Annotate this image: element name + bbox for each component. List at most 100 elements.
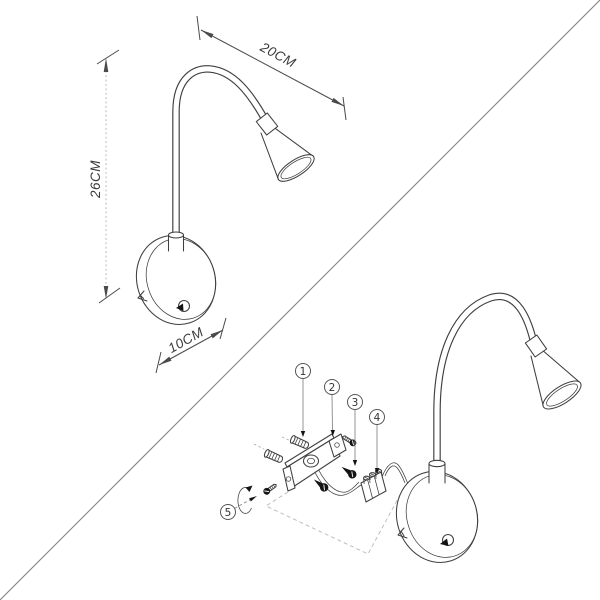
arm-outline bbox=[172, 65, 271, 236]
dim10-label: 10CM bbox=[166, 324, 207, 356]
connection-wire-left bbox=[311, 463, 362, 496]
lamp2-cone-fill bbox=[531, 349, 581, 407]
wall-anchor-1 bbox=[289, 434, 310, 449]
dim10-extension-ticks bbox=[155, 317, 227, 374]
callout2-number: 2 bbox=[329, 382, 336, 394]
lamp2-arm-core bbox=[434, 293, 538, 463]
lamp2-cone-edges bbox=[530, 348, 582, 408]
base-switch-knob bbox=[176, 299, 191, 313]
nipple-sides bbox=[167, 234, 185, 252]
base-stem-nipple bbox=[167, 231, 185, 252]
dimension-10cm: 10CM bbox=[155, 317, 227, 374]
tapping-screw-1 bbox=[341, 466, 357, 479]
callout-4: 4 bbox=[369, 409, 385, 474]
lamp2-nipple-top bbox=[428, 459, 446, 468]
callout5-number: 5 bbox=[225, 507, 232, 519]
lamp2-nipple-sides bbox=[428, 463, 446, 484]
terminal-barrels bbox=[362, 468, 383, 485]
dim10-arrow-left bbox=[159, 356, 172, 365]
lamp2-nipple-mask bbox=[429, 463, 445, 483]
callout-2: 2 bbox=[324, 379, 340, 436]
callout1-arrowhead bbox=[300, 431, 306, 437]
pan-right-threads bbox=[344, 436, 350, 442]
callout5-arrowhead bbox=[249, 496, 257, 502]
dimensioned-lamp-view: 20CM 26CM 10CM bbox=[88, 15, 347, 374]
wall-anchor-2 bbox=[263, 448, 284, 463]
boss-hole bbox=[307, 457, 315, 465]
switch-pointer-icon bbox=[176, 303, 184, 311]
cone-edges bbox=[260, 125, 315, 180]
bracket-center-boss bbox=[302, 454, 320, 468]
anchor1-ribs bbox=[294, 437, 307, 448]
nipple-top bbox=[167, 231, 185, 239]
callout4-circle bbox=[369, 409, 385, 425]
anchor-axis-dashes bbox=[253, 436, 292, 450]
head-socket-joint bbox=[255, 112, 279, 136]
wire-right-b bbox=[384, 465, 406, 484]
screw1-slot bbox=[351, 471, 354, 478]
socket-sleeve bbox=[255, 112, 279, 136]
dim20-arrow-right bbox=[331, 97, 344, 106]
lamp-base-disc bbox=[135, 235, 217, 325]
cone-mouth bbox=[277, 154, 315, 182]
hook-tick bbox=[139, 294, 145, 300]
rotation-arrowhead bbox=[245, 485, 253, 492]
terminal-dividers bbox=[367, 475, 380, 499]
callout1-number: 1 bbox=[300, 366, 307, 378]
connection-wire-right bbox=[381, 462, 409, 485]
lamp2-hook-outline bbox=[397, 527, 408, 539]
callout4-number: 4 bbox=[374, 412, 381, 424]
right-tab-hole bbox=[334, 442, 340, 448]
installed-lamp bbox=[395, 292, 582, 563]
dim20-label: 20CM bbox=[257, 39, 299, 71]
callout3-number: 3 bbox=[352, 397, 359, 409]
dim20-extension-ticks bbox=[196, 15, 347, 121]
bracket-left-tab bbox=[282, 465, 296, 492]
dim26-label: 26CM bbox=[88, 160, 103, 199]
lamp-head-cone bbox=[255, 112, 315, 182]
callout2-circle bbox=[324, 379, 340, 395]
left-tab-hole bbox=[285, 476, 292, 482]
lamp2-mouth-rim bbox=[546, 383, 578, 407]
callout4-arrowhead bbox=[374, 468, 380, 474]
pan-left-slot bbox=[264, 490, 270, 493]
pan-left-threads bbox=[269, 484, 276, 490]
anchor2-collar bbox=[263, 448, 270, 458]
callout-1: 1 bbox=[295, 363, 311, 437]
gooseneck-arm bbox=[172, 65, 271, 236]
callout5-circle bbox=[220, 504, 236, 520]
bracket-right-tab bbox=[328, 433, 347, 458]
lamp2-hook-tick bbox=[400, 530, 405, 537]
pan-right-slot bbox=[351, 440, 354, 446]
callout-3: 3 bbox=[347, 394, 363, 466]
lamp2-arm-outline bbox=[433, 292, 539, 463]
dim20-line bbox=[200, 29, 345, 107]
base-hook-mark bbox=[137, 290, 148, 302]
wall-plane-dashed-outline bbox=[265, 486, 405, 555]
lamp2-switch-pointer-icon bbox=[440, 538, 449, 546]
mounting-bracket bbox=[282, 433, 347, 492]
dim10-arrow-right bbox=[210, 330, 223, 339]
screw2-slot bbox=[323, 484, 325, 491]
lamp2-socket-sleeve bbox=[524, 334, 548, 358]
wire-left-a bbox=[311, 465, 362, 496]
callout2-leader bbox=[331, 394, 333, 432]
tapping-screw-2 bbox=[313, 479, 329, 492]
anchor1-collar bbox=[289, 434, 296, 444]
lamp2-socket-joint bbox=[524, 334, 548, 358]
anchor2-ribs bbox=[268, 451, 281, 462]
barrel-sides bbox=[363, 469, 383, 485]
rotation-arrow bbox=[237, 485, 253, 514]
dim20-arrow-left bbox=[201, 30, 214, 39]
cone-body-fill bbox=[261, 126, 314, 180]
dim26-arrow-bottom bbox=[103, 286, 109, 299]
dim26-extension-ticks bbox=[96, 49, 121, 304]
lamp2-cone-mouth bbox=[542, 380, 582, 410]
wire-right-a bbox=[381, 462, 409, 485]
callout1-circle bbox=[295, 363, 311, 379]
pan-screw-left bbox=[263, 483, 277, 495]
arm-core bbox=[173, 66, 270, 236]
